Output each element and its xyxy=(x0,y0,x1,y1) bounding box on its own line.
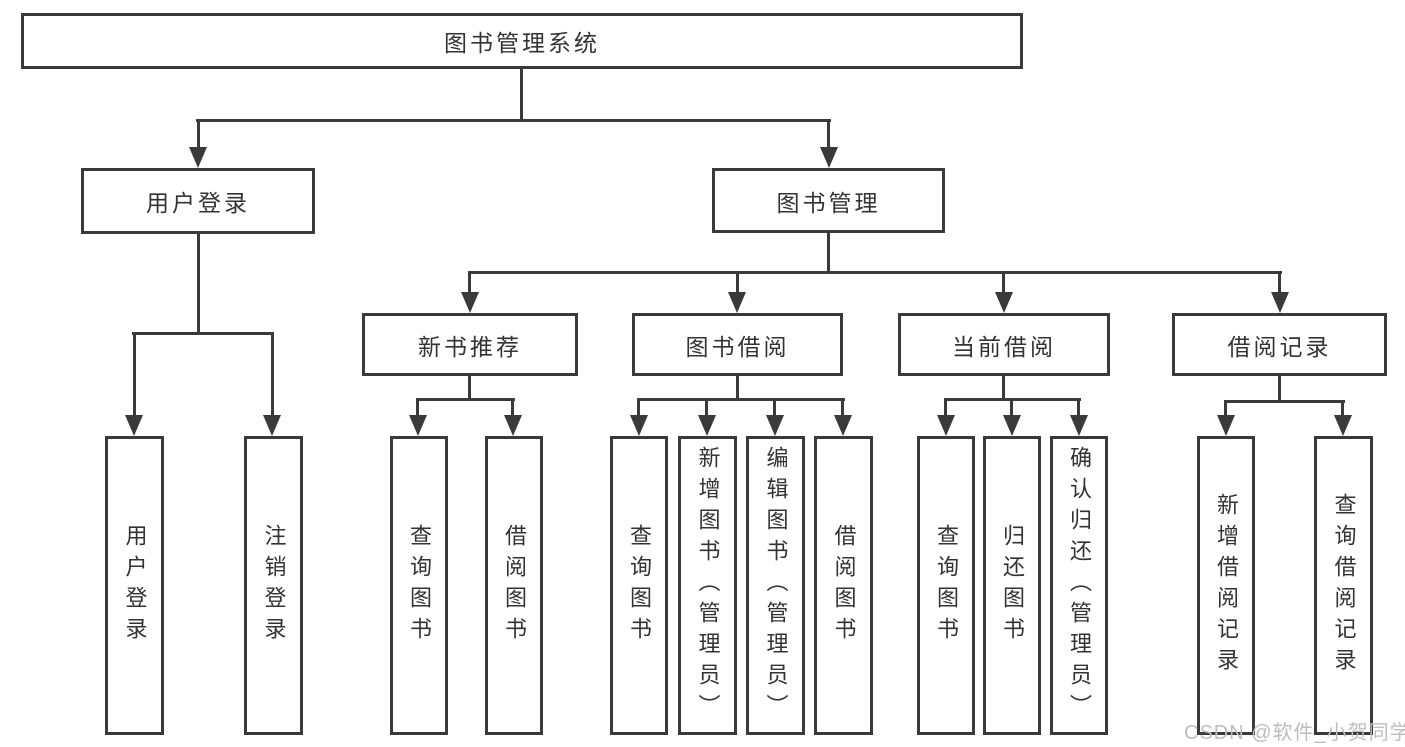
node-leaf-query-books-recommend: 查询图书 xyxy=(390,436,448,735)
connector-line xyxy=(827,119,830,149)
leaf-label: 注销登录 xyxy=(261,523,287,648)
connector-line xyxy=(520,69,523,122)
leaf-label: 借阅图书 xyxy=(831,523,857,648)
node-leaf-return-books: 归还图书 xyxy=(983,436,1041,735)
arrow-down-icon xyxy=(504,415,522,436)
arrow-down-icon xyxy=(1271,292,1289,313)
node-current-borrowing: 当前借阅 xyxy=(898,313,1110,376)
arrow-down-icon xyxy=(820,147,838,168)
node-book-borrowing: 图书借阅 xyxy=(632,313,843,376)
connector-line xyxy=(1224,400,1345,403)
connector-line xyxy=(637,398,845,401)
connector-line xyxy=(944,398,947,418)
arrow-down-icon xyxy=(189,147,207,168)
connector-line xyxy=(468,375,471,401)
node-leaf-borrow-books-recommend: 借阅图书 xyxy=(485,436,543,735)
connector-line xyxy=(1077,398,1080,418)
connector-line xyxy=(1002,271,1005,295)
node-new-book-recommend: 新书推荐 xyxy=(362,313,578,376)
connector-line xyxy=(271,332,274,418)
arrow-down-icon xyxy=(834,415,852,436)
connector-line xyxy=(1010,398,1013,418)
node-leaf-edit-book-admin: 编辑图书（管理员） xyxy=(746,436,805,735)
node-leaf-query-books-borrow: 查询图书 xyxy=(610,436,668,735)
connector-line xyxy=(132,332,274,335)
connector-line xyxy=(1278,374,1281,403)
node-library-management-system: 图书管理系统 xyxy=(21,13,1023,69)
leaf-label: 查询图书 xyxy=(934,523,959,648)
connector-line xyxy=(736,271,739,295)
node-leaf-user-login: 用户登录 xyxy=(105,436,164,735)
node-leaf-add-book-admin: 新增图书（管理员） xyxy=(678,436,737,735)
connector-line xyxy=(468,271,471,295)
leaf-label: 借阅图书 xyxy=(502,523,527,648)
leaf-label: 查询图书 xyxy=(407,523,432,648)
node-leaf-query-books-current: 查询图书 xyxy=(917,436,975,735)
arrow-down-icon xyxy=(461,292,479,313)
connector-line xyxy=(637,398,640,418)
connector-line xyxy=(773,398,776,418)
connector-line xyxy=(736,375,739,401)
connector-line xyxy=(197,119,200,149)
node-leaf-logout: 注销登录 xyxy=(244,436,303,735)
leaf-label: 查询图书 xyxy=(627,523,652,648)
connector-line xyxy=(1002,375,1005,401)
arrow-down-icon xyxy=(1334,415,1352,436)
leaf-label: 新增图书（管理员） xyxy=(695,446,721,725)
connector-line xyxy=(468,271,1282,274)
leaf-label: 编辑图书（管理员） xyxy=(763,446,789,725)
connector-line xyxy=(1341,400,1344,418)
node-leaf-confirm-return-admin: 确认归还（管理员） xyxy=(1050,436,1108,735)
leaf-label: 新增借阅记录 xyxy=(1214,492,1239,679)
leaf-label: 用户登录 xyxy=(122,523,148,648)
node-borrowing-records: 借阅记录 xyxy=(1172,313,1387,376)
arrow-down-icon xyxy=(766,415,784,436)
connector-line xyxy=(827,232,830,274)
connector-line xyxy=(196,119,831,122)
arrow-down-icon xyxy=(937,415,955,436)
connector-line xyxy=(705,398,708,418)
arrow-down-icon xyxy=(630,415,648,436)
node-leaf-add-borrow-record: 新增借阅记录 xyxy=(1197,436,1255,735)
connector-line xyxy=(416,398,515,401)
arrow-down-icon xyxy=(698,415,716,436)
leaf-label: 确认归还（管理员） xyxy=(1067,446,1092,725)
arrow-down-icon xyxy=(1003,415,1021,436)
connector-line xyxy=(1224,400,1227,418)
arrow-down-icon xyxy=(1217,415,1235,436)
arrow-down-icon xyxy=(728,292,746,313)
watermark-text: CSDN @软件_小贺同学 xyxy=(1184,722,1405,744)
connector-line xyxy=(416,398,419,418)
arrow-down-icon xyxy=(409,415,427,436)
connector-line xyxy=(1278,271,1281,295)
arrow-down-icon xyxy=(263,415,281,436)
node-user-login: 用户登录 xyxy=(81,168,315,234)
node-leaf-query-borrow-record: 查询借阅记录 xyxy=(1314,436,1373,735)
node-book-management: 图书管理 xyxy=(712,168,945,233)
arrow-down-icon xyxy=(995,292,1013,313)
leaf-label: 归还图书 xyxy=(1000,523,1025,648)
arrow-down-icon xyxy=(125,415,143,436)
connector-line xyxy=(133,332,136,418)
node-leaf-borrow-books: 借阅图书 xyxy=(814,436,873,735)
connector-line xyxy=(511,398,514,418)
connector-line xyxy=(197,233,200,335)
arrow-down-icon xyxy=(1070,415,1088,436)
leaf-label: 查询借阅记录 xyxy=(1331,492,1357,679)
connector-line xyxy=(841,398,844,418)
